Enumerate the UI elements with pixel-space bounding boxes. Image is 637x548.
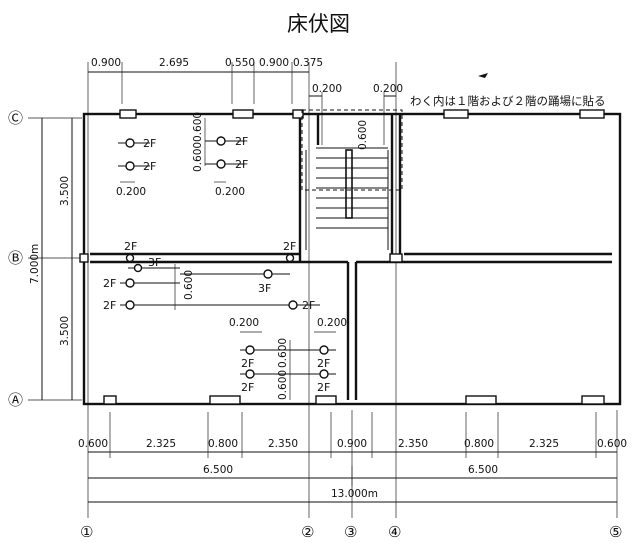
bottom-half-left: 6.500 [203, 464, 233, 476]
room1-dim-c: 0.200 [116, 186, 146, 198]
top-dim-0: 0.900 [91, 57, 121, 69]
bottom-dim-5: 2.350 [398, 438, 428, 450]
room2-lower-dim-a: 0.200 [229, 317, 259, 329]
bottom-dim-0: 0.600 [78, 438, 108, 450]
left-dim-total: 7.000m [29, 244, 41, 284]
bottom-dim-7: 2.325 [529, 438, 559, 450]
left-dim-upper: 3.500 [59, 176, 71, 206]
bottom-dim-3: 2.350 [268, 438, 298, 450]
room2-label-2f-f: 2F [241, 381, 254, 394]
room1-label-b: 2F [143, 160, 156, 173]
grid-lines [28, 62, 618, 518]
room2-label-2f-e: 2F [317, 357, 330, 370]
room2-label-2f-d: 2F [241, 357, 254, 370]
bottom-dim-6: 0.800 [464, 438, 494, 450]
stair-dim-vertical: 0.600 [357, 120, 369, 150]
room2-marks: 2F 2F 3F 3F 2F 2F 2F 0.600 2F 2F 2F 2F 0… [103, 240, 347, 400]
room2-label-3f-b: 3F [258, 282, 271, 295]
room2-lower-dim-b: 0.200 [317, 317, 347, 329]
top-dim-3: 0.900 [259, 57, 289, 69]
stair-landing-note: わく内は１階および２階の踊場に貼る [410, 94, 606, 108]
bottom-dim-2: 0.800 [208, 438, 238, 450]
room2-label-2f-g: 2F [317, 381, 330, 394]
bottom-dim-8: 0.600 [597, 438, 627, 450]
room2-label-beam-left: 2F [124, 240, 137, 253]
room1-label-c: 2F [235, 135, 248, 148]
axis-label-4: ④ [388, 523, 401, 541]
left-dimension-line: 3.500 3.500 7.000m [29, 118, 73, 400]
drawing-title: 床伏図 [287, 12, 350, 36]
room2-lower-dim-d: 0.600 [277, 370, 289, 400]
room1-label-a: 2F [143, 137, 156, 150]
top-dimension-line: 0.900 2.695 0.550 0.900 0.375 [88, 57, 323, 104]
top-dim-4: 0.375 [293, 57, 323, 69]
room2-label-2f-a: 2F [103, 277, 116, 290]
axis-label-A: Ⓐ [8, 391, 23, 409]
stair-dim-left: 0.200 [312, 83, 342, 95]
axis-label-5: ⑤ [609, 523, 622, 541]
room2-label-2f-b: 2F [103, 299, 116, 312]
top-dim-2: 0.550 [225, 57, 255, 69]
stair-dim-right: 0.200 [373, 83, 403, 95]
axis-label-3: ③ [344, 523, 357, 541]
bottom-dim-4: 0.900 [337, 438, 367, 450]
room1-dim-d: 0.200 [215, 186, 245, 198]
bottom-total: 13.000m [331, 488, 378, 500]
room1-label-d: 2F [235, 158, 248, 171]
room2-label-beam-right: 2F [283, 240, 296, 253]
bottom-dimensions: 0.600 2.325 0.800 2.350 0.900 2.350 0.80… [78, 412, 627, 503]
room2-label-2f-c: 2F [302, 299, 315, 312]
axis-label-C: Ⓒ [8, 109, 23, 127]
room2-lower-dim-c: 0.600 [277, 338, 289, 368]
left-dim-lower: 3.500 [59, 316, 71, 346]
axis-label-2: ② [301, 523, 314, 541]
room2-dim-vertical: 0.600 [183, 270, 195, 300]
top-dim-1: 2.695 [159, 57, 189, 69]
axis-label-B: Ⓑ [8, 249, 23, 267]
bottom-dim-1: 2.325 [146, 438, 176, 450]
room2-label-3f-a: 3F [148, 256, 161, 269]
room1-dim-a: 0.600 [192, 112, 204, 142]
ink-mark [478, 73, 488, 78]
staircase [301, 109, 403, 250]
axis-label-1: ① [80, 523, 93, 541]
bottom-half-right: 6.500 [468, 464, 498, 476]
openings [79, 109, 605, 405]
room1-dim-b: 0.600 [192, 142, 204, 172]
room1-marks: 2F 2F 2F 2F 0.600 0.600 0.200 0.200 [116, 112, 248, 198]
stair-dimension-group: 0.200 0.200 0.600 わく内は１階および２階の踊場に貼る [309, 73, 606, 150]
